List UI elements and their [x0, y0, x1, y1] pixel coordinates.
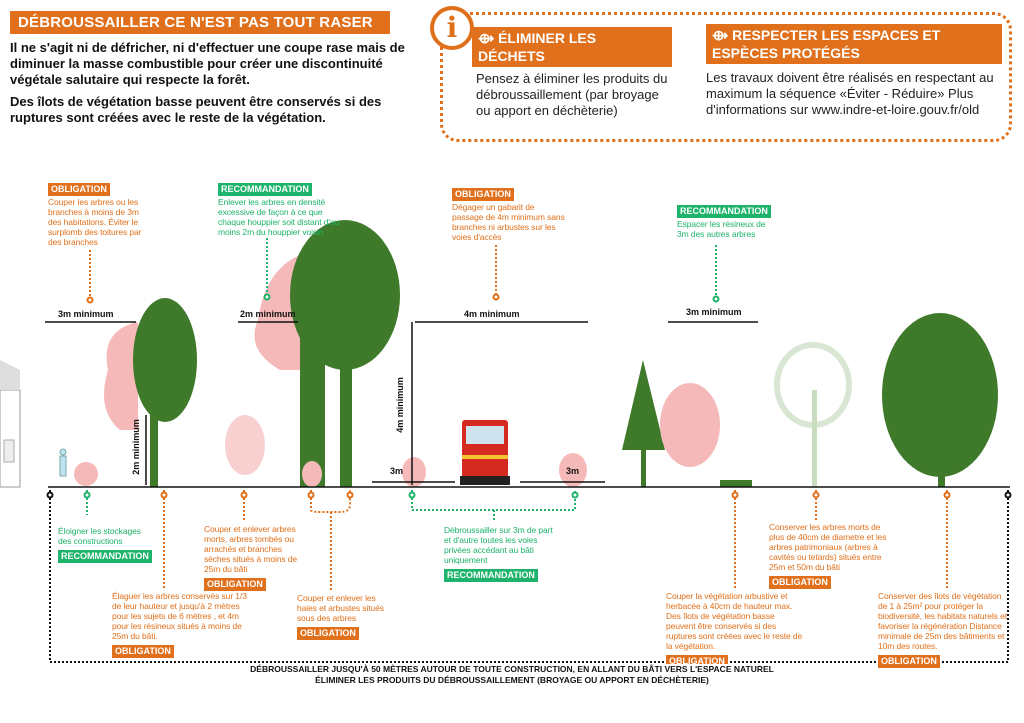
info-label: ⟴ RESPECTER LES ESPACES ET ESPÈCES PROTÉ… [706, 24, 1002, 64]
note-text: Débroussailler sur 3m de part et d'autre… [444, 525, 553, 565]
footer-line: DÉBROUSSAILLER JUSQU'À 50 MÈTRES AUTOUR … [0, 664, 1024, 674]
info-box [440, 12, 1012, 142]
note-obligation: Élaguer les arbres conservés sur 1/3 de … [112, 591, 247, 659]
note-obligation: Couper et enlever arbres morts, arbres t… [204, 524, 304, 592]
intro-paragraph: Des îlots de végétation basse peuvent êt… [10, 94, 382, 125]
large-green-tree [290, 220, 400, 487]
note-recommandation: Éloigner les stockages des constructions… [58, 526, 153, 564]
pink-shrub [402, 457, 426, 487]
obligation-badge: OBLIGATION [112, 645, 174, 658]
obligation-badge: OBLIGATION [297, 627, 359, 640]
pink-tree-dead [225, 415, 265, 475]
dimension-label: 2m minimum [240, 309, 296, 319]
note-text: Couper la végétation arbustive et herbac… [666, 591, 803, 651]
marker-dots [46, 293, 1012, 499]
footer-line: ÉLIMINER LES PRODUITS DU DÉBROUSSAILLEME… [315, 675, 709, 685]
pink-tree-cut [104, 322, 138, 487]
low-shrub [720, 480, 752, 487]
dimension-label: 4m minimum [464, 309, 520, 319]
note-text: Élaguer les arbres conservés sur 1/3 de … [112, 591, 247, 641]
note-text: Couper et enlever arbres morts, arbres t… [204, 524, 298, 574]
dimension-label: 4m minimum [394, 377, 405, 433]
page-title: DÉBROUSSAILLER CE N'EST PAS TOUT RASER [10, 11, 390, 34]
note-text: Espacer les résineux de 3m des autres ar… [677, 219, 766, 239]
note-text: Dégager un gabarit de passage de 4m mini… [452, 202, 565, 242]
note-recommandation: RECOMMANDATION Enlever les arbres en den… [218, 179, 348, 237]
recommandation-badge: RECOMMANDATION [677, 205, 771, 218]
dimension-label: 3m [390, 466, 404, 476]
dimension-label: 3m minimum [58, 309, 114, 319]
pink-shrub [302, 461, 322, 487]
note-text: Couper et enlever les haies et arbustes … [297, 593, 384, 623]
info-label: ⟴ ÉLIMINER LES DÉCHETS [472, 27, 672, 67]
note-recommandation: Débroussailler sur 3m de part et d'autre… [444, 525, 559, 583]
recommandation-badge: RECOMMANDATION [58, 550, 152, 563]
green-tree [882, 313, 998, 487]
pink-shrub [74, 462, 98, 486]
note-text: Conserver des îlots de végétation de 1 à… [878, 591, 1007, 651]
note-obligation: Couper la végétation arbustive et herbac… [666, 591, 806, 669]
obligation-badge: OBLIGATION [204, 578, 266, 591]
note-obligation: OBLIGATION Dégager un gabarit de passage… [452, 184, 567, 242]
pink-tree [660, 383, 720, 467]
note-recommandation: RECOMMANDATION Espacer les résineux de 3… [677, 201, 772, 239]
note-obligation: Couper et enlever les haies et arbustes … [297, 593, 392, 641]
note-obligation: Conserver des îlots de végétation de 1 à… [878, 591, 1012, 669]
green-tree [133, 298, 197, 487]
intro: Il ne s'agit ni de défricher, ni d'effec… [10, 40, 410, 132]
dimension-label: 2m minimum [130, 419, 141, 475]
note-obligation: Conserver les arbres morts de plus de 40… [769, 522, 894, 590]
obligation-badge: OBLIGATION [452, 188, 514, 201]
note-text: Couper les arbres ou les branches à moin… [48, 197, 142, 247]
pink-shrub [559, 453, 587, 487]
obligation-badge: OBLIGATION [48, 183, 110, 196]
note-text: Conserver les arbres morts de plus de 40… [769, 522, 887, 572]
fire-truck-icon [460, 420, 510, 485]
info-block-protected: ⟴ RESPECTER LES ESPACES ET ESPÈCES PROTÉ… [706, 24, 1002, 118]
dimension-arrows [45, 321, 758, 485]
pink-canopy-cut [254, 255, 300, 487]
recommandation-badge: RECOMMANDATION [218, 183, 312, 196]
conifer-tree [622, 360, 665, 487]
note-text: Enlever les arbres en densité excessive … [218, 197, 340, 237]
recommandation-badge: RECOMMANDATION [444, 569, 538, 582]
obligation-badge: OBLIGATION [878, 655, 940, 668]
dimension-label: 3m [566, 466, 580, 476]
note-text: Éloigner les stockages des constructions [58, 526, 141, 546]
note-obligation: OBLIGATION Couper les arbres ou les bran… [48, 179, 153, 247]
info-block-waste: ⟴ ÉLIMINER LES DÉCHETS Pensez à éliminer… [472, 27, 672, 119]
house-icon [0, 360, 21, 488]
leader-lines [49, 238, 1009, 663]
person-icon [59, 448, 67, 477]
info-text: Pensez à éliminer les produits du débrou… [476, 71, 668, 118]
info-text: Les travaux doivent être réalisés en res… [706, 70, 994, 117]
dead-tree [774, 342, 852, 487]
intro-paragraph: Il ne s'agit ni de défricher, ni d'effec… [10, 40, 405, 87]
obligation-badge: OBLIGATION [769, 576, 831, 589]
dimension-label: 3m minimum [686, 307, 742, 317]
